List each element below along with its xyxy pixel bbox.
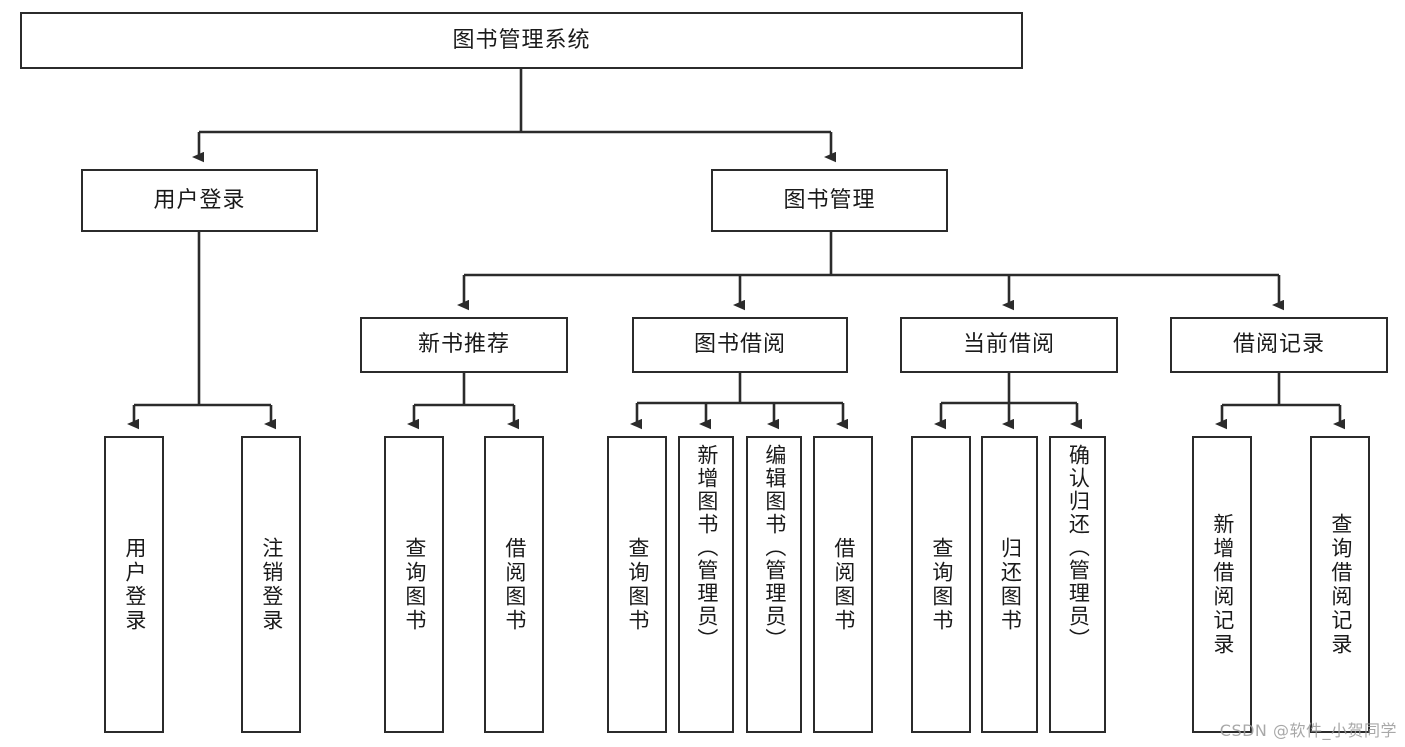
node-label: 用户登录 [122,536,147,633]
node-leaf-add-borrow-record[interactable]: 新增借阅记录 [1192,436,1252,733]
node-label: 编辑图书（管理员） [762,444,787,651]
node-label: 新增图书（管理员） [694,444,719,651]
node-book-management[interactable]: 图书管理 [711,169,948,232]
node-label: 查询图书 [402,536,427,633]
node-label: 查询借阅记录 [1328,512,1353,657]
node-leaf-query-book-3[interactable]: 查询图书 [911,436,971,733]
node-current-borrow[interactable]: 当前借阅 [900,317,1118,373]
node-borrow-record[interactable]: 借阅记录 [1170,317,1388,373]
edge-newbook-to-leaves [407,373,519,430]
node-leaf-query-book-2[interactable]: 查询图书 [607,436,667,733]
node-label: 用户登录 [153,187,246,213]
node-label: 查询图书 [929,536,954,633]
edge-userlogin-to-leaves [127,232,276,430]
node-label: 图书管理系统 [452,27,591,53]
node-label: 借阅图书 [502,536,527,633]
node-label: 当前借阅 [962,332,1055,358]
edge-root-to-level2 [192,68,836,163]
node-label: 借阅图书 [831,536,856,633]
node-user-login[interactable]: 用户登录 [81,169,318,232]
node-leaf-query-borrow-record[interactable]: 查询借阅记录 [1310,436,1370,733]
node-label: 查询图书 [625,536,650,633]
node-label: 新增借阅记录 [1210,512,1235,657]
node-label: 新书推荐 [417,332,510,358]
edge-bookmanage-to-level3 [457,232,1284,311]
node-label: 图书借阅 [693,332,786,358]
csdn-watermark: CSDN @软件_小贺同学 [1219,721,1397,740]
node-book-borrow[interactable]: 图书借阅 [632,317,848,373]
node-leaf-borrow-book-2[interactable]: 借阅图书 [813,436,873,733]
node-leaf-edit-book-admin[interactable]: 编辑图书（管理员） [746,436,802,733]
edge-currentborrow-to-leaves [934,373,1082,430]
node-leaf-confirm-return-admin[interactable]: 确认归还（管理员） [1049,436,1106,733]
node-label: 归还图书 [998,536,1023,633]
node-leaf-logout[interactable]: 注销登录 [241,436,301,733]
node-leaf-query-book-1[interactable]: 查询图书 [384,436,444,733]
node-label: 确认归还（管理员） [1066,444,1091,651]
edge-borrowrecord-to-leaves [1215,373,1345,430]
node-new-book-recommend[interactable]: 新书推荐 [360,317,568,373]
node-label: 图书管理 [783,187,876,213]
node-root-system[interactable]: 图书管理系统 [20,12,1023,69]
node-label: 借阅记录 [1232,332,1325,358]
edge-bookborrow-to-leaves [630,373,848,430]
node-label: 注销登录 [259,536,284,633]
node-leaf-return-book[interactable]: 归还图书 [981,436,1038,733]
node-leaf-user-login[interactable]: 用户登录 [104,436,164,733]
node-leaf-add-book-admin[interactable]: 新增图书（管理员） [678,436,734,733]
node-leaf-borrow-book-1[interactable]: 借阅图书 [484,436,544,733]
